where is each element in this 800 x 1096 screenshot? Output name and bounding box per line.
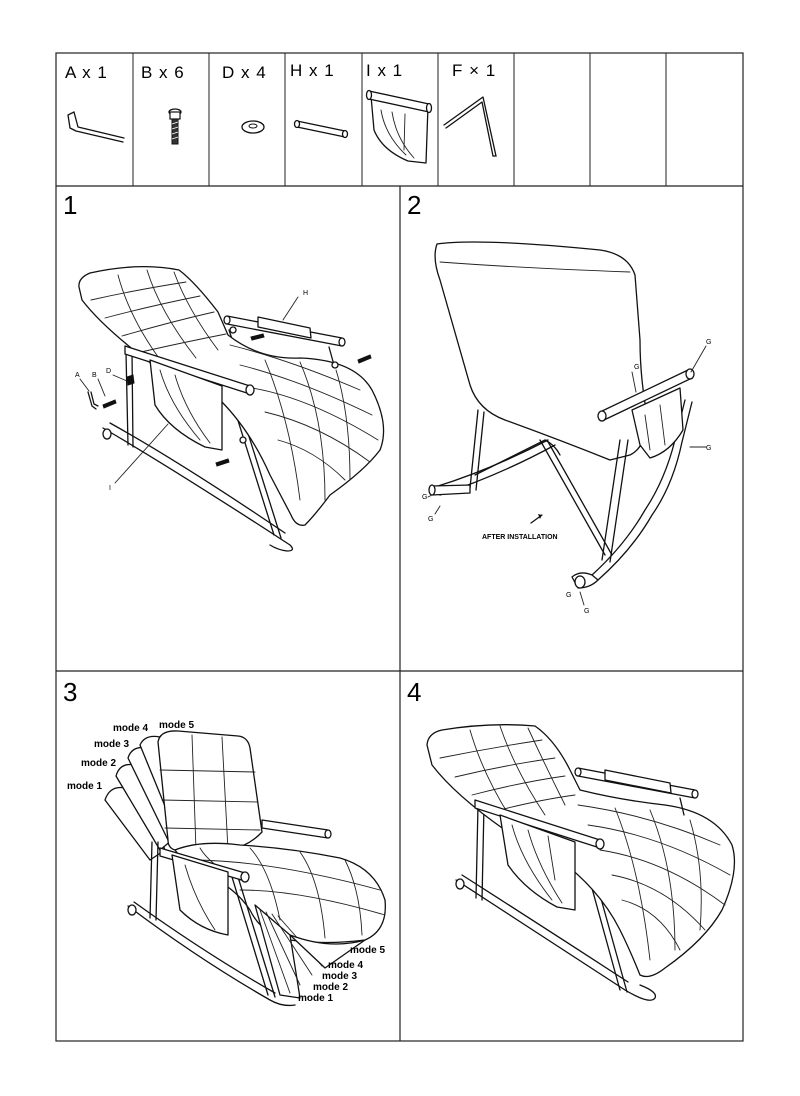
callout-b: B [92,372,97,379]
armrest-tube-icon [293,119,349,139]
callout-g-7: G [584,608,589,615]
step-4-illustration [426,724,736,1001]
part-label-h: H x 1 [290,61,335,80]
bent-wrench-icon [443,96,497,157]
back-mode-2-label: mode 2 [81,758,116,769]
callout-g-5: G [428,516,433,523]
leg-mode-3-label: mode 3 [322,971,357,982]
part-label-b: B x 6 [141,63,185,82]
part-label-a: A x 1 [65,63,108,82]
step-2-number: 2 [407,190,421,220]
step-3-illustration: mode 1 mode 2 mode 3 mode 4 mode 5 mode … [67,720,386,1007]
allen-key-icon [67,111,125,143]
leg-mode-2-label: mode 2 [313,982,348,993]
callout-g-6: G [566,592,571,599]
step-3-number: 3 [63,677,77,707]
callout-h: H [303,290,308,297]
part-label-i: I x 1 [366,61,403,80]
side-pocket-icon [365,89,433,164]
callout-a: A [75,372,80,379]
back-mode-5-label: mode 5 [159,720,194,731]
after-installation-note: AFTER INSTALLATION [482,534,558,541]
callout-d: D [106,368,111,375]
callout-g-2: G [634,364,639,371]
step-1-illustration: H D A B I [75,265,385,552]
step-1-number: 1 [63,190,77,220]
back-mode-3-label: mode 3 [94,739,129,750]
leg-mode-5-label: mode 5 [350,945,385,956]
callout-i: I [109,485,111,492]
table-frame [55,52,744,1042]
callout-g-1: G [706,339,711,346]
step-4-number: 4 [407,677,421,707]
leg-mode-1-label: mode 1 [298,993,333,1004]
part-label-f: F × 1 [452,61,496,80]
callout-g-3: G [706,445,711,452]
back-mode-1-label: mode 1 [67,781,102,792]
step-2-illustration: G G G G G G G AFTER INSTALLATION [422,241,711,615]
washer-icon [241,120,265,134]
part-label-d: D x 4 [222,63,267,82]
callout-g-4: G [422,494,427,501]
leg-mode-4-label: mode 4 [328,960,363,971]
bolt-icon [168,108,182,145]
back-mode-4-label: mode 4 [113,723,148,734]
parts-list: A x 1 B x 6 D x 4 H x 1 I x 1 F × 1 [65,61,497,164]
